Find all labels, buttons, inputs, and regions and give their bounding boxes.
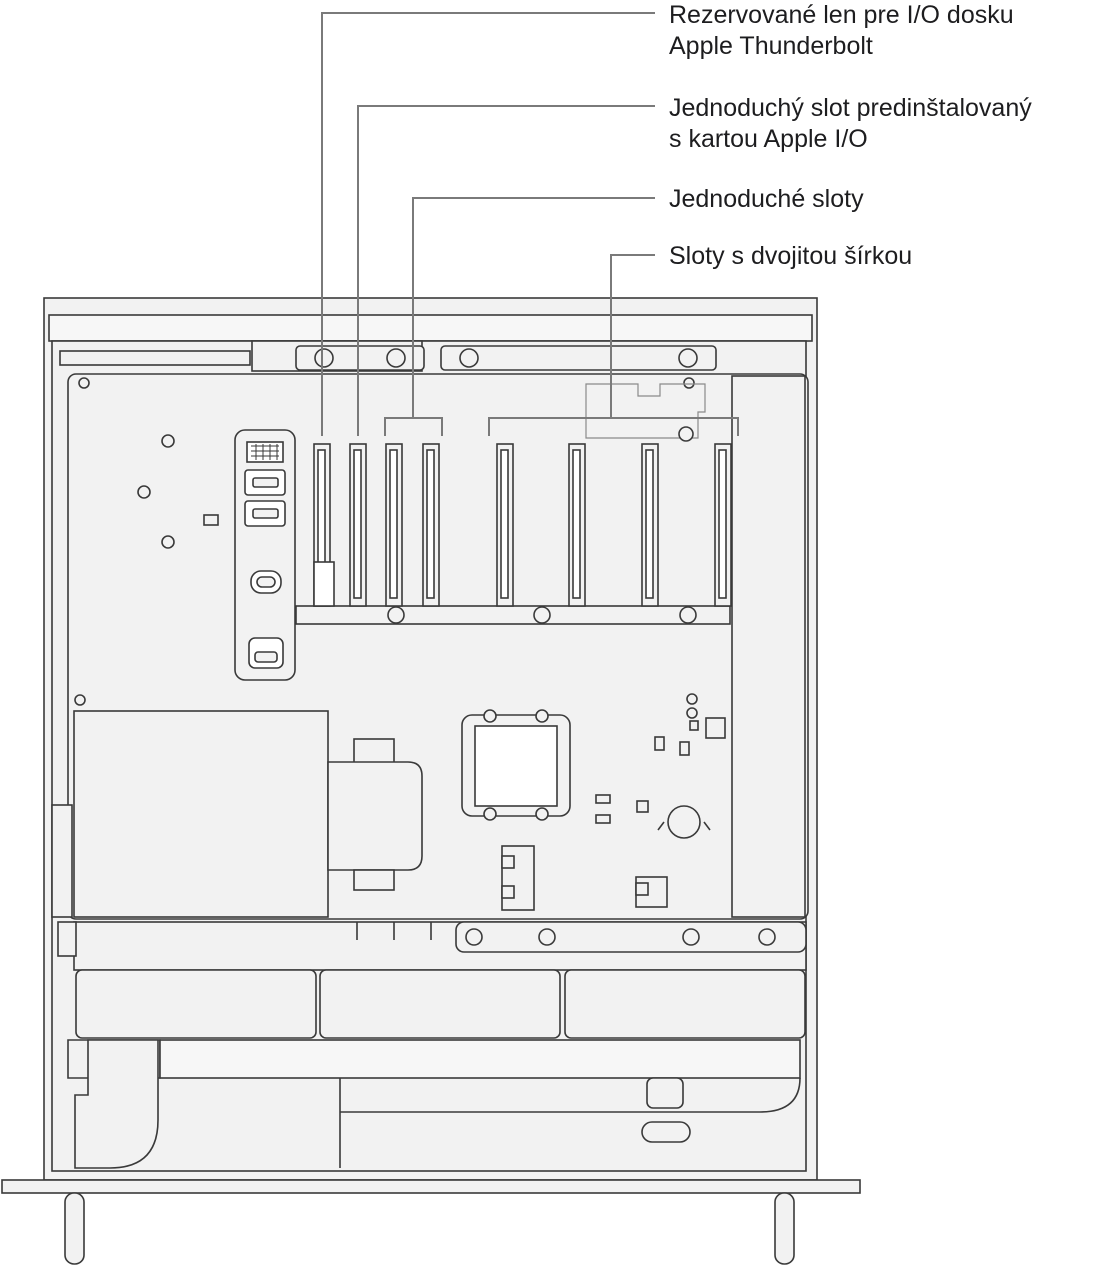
board-connector-pin (501, 885, 515, 899)
base-plate (1, 1179, 861, 1194)
callout-bracket-double-slots (488, 417, 739, 436)
board-component (705, 717, 726, 739)
power-supply (73, 710, 329, 918)
board-component (595, 794, 611, 804)
side-tab (51, 804, 73, 918)
screw (758, 928, 776, 946)
callout-line-thunderbolt (321, 12, 655, 436)
pcie-slot-io-card (349, 443, 367, 607)
callout-bracket-single-slots (384, 417, 443, 436)
usb-a-port-inner (252, 508, 279, 519)
io-connector-header (246, 441, 284, 463)
battery-clip (657, 821, 711, 831)
callout-io-card-label: Jednoduchý slot predinštalovaný s kartou… (669, 93, 1032, 155)
screw (538, 928, 556, 946)
screw (483, 709, 497, 723)
lower-shelf (339, 1077, 801, 1168)
board-component (689, 720, 699, 731)
bottom-screw-plate (455, 921, 807, 953)
callout-text-line: Jednoduchý slot predinštalovaný (669, 94, 1032, 122)
screw (678, 348, 698, 368)
cpu-socket-inner (474, 725, 558, 807)
screw (679, 606, 697, 624)
board-component (595, 814, 611, 824)
lower-duct (74, 1039, 159, 1169)
callout-line-io-card (357, 105, 655, 436)
board-component (636, 800, 649, 813)
thunderbolt-port-inner (256, 576, 276, 588)
board-component (654, 736, 665, 751)
usb-a-port-inner (252, 477, 279, 488)
board-hole (161, 535, 175, 549)
pcie-slot-single-2 (422, 443, 440, 607)
callout-single-slots-label: Jednoduché sloty (669, 184, 864, 215)
screw (387, 606, 405, 624)
psu-connector-bottom (353, 869, 395, 891)
pcie-slot-double-2 (568, 443, 586, 607)
lower-divider (159, 1039, 801, 1079)
callout-text-line: Jednoduché sloty (669, 185, 864, 213)
board-connector-pin (635, 882, 649, 896)
foot-left (64, 1192, 85, 1265)
pcie-slot-thunderbolt (313, 443, 335, 607)
pcie-slot-double-3 (641, 443, 659, 607)
chassis-top-rail (48, 314, 813, 342)
card-guide-rail (295, 605, 731, 625)
screw (535, 807, 549, 821)
callout-line-single-slots (412, 197, 655, 418)
psu-cable-housing (327, 761, 423, 871)
board-hole (74, 694, 86, 706)
board-hole (78, 377, 90, 389)
screw (386, 348, 406, 368)
board-connector-pin (501, 855, 515, 869)
screw (535, 709, 549, 723)
screw (465, 928, 483, 946)
board-hole (686, 693, 698, 705)
foot-right (774, 1192, 795, 1265)
coin-battery (667, 805, 701, 839)
board-hole (686, 707, 698, 719)
psu-connector-top (353, 738, 395, 766)
pcie-slot-double-1 (496, 443, 514, 607)
screw (483, 807, 497, 821)
bottom-rail-pins (356, 922, 432, 940)
board-component (203, 514, 219, 526)
power-connector-inner (254, 651, 278, 663)
slot-bracket-outline (585, 383, 706, 439)
callout-text-line: Sloty s dvojitou šírkou (669, 242, 913, 270)
callout-text-line: s kartou Apple I/O (669, 125, 868, 153)
callout-text-line: Apple Thunderbolt (669, 32, 873, 60)
right-rail (731, 375, 806, 918)
screw (459, 348, 479, 368)
callout-line-double-slots (610, 254, 655, 418)
screw (682, 928, 700, 946)
fan-bay-2 (319, 969, 561, 1039)
top-screw-plate-b (440, 345, 717, 371)
screw (314, 348, 334, 368)
screw (678, 426, 694, 442)
callout-text-line: Rezervované len pre I/O dosku (669, 1, 1014, 29)
board-hole (161, 434, 175, 448)
callout-double-slots-label: Sloty s dvojitou šírkou (669, 241, 912, 272)
board-hole (683, 377, 695, 389)
pcie-slot-single-1 (385, 443, 403, 607)
fan-bay-1 (75, 969, 317, 1039)
top-bracket-bar (59, 350, 251, 366)
callout-thunderbolt-label: Rezervované len pre I/O dosku Apple Thun… (669, 0, 1014, 62)
screw (533, 606, 551, 624)
fan-bay-3 (564, 969, 806, 1039)
board-component (679, 741, 690, 756)
lower-latch (646, 1077, 684, 1109)
lower-latch-handle (641, 1121, 691, 1143)
bottom-rail-tab (57, 921, 77, 957)
pcie-slot-double-4 (714, 443, 732, 607)
board-hole (137, 485, 151, 499)
